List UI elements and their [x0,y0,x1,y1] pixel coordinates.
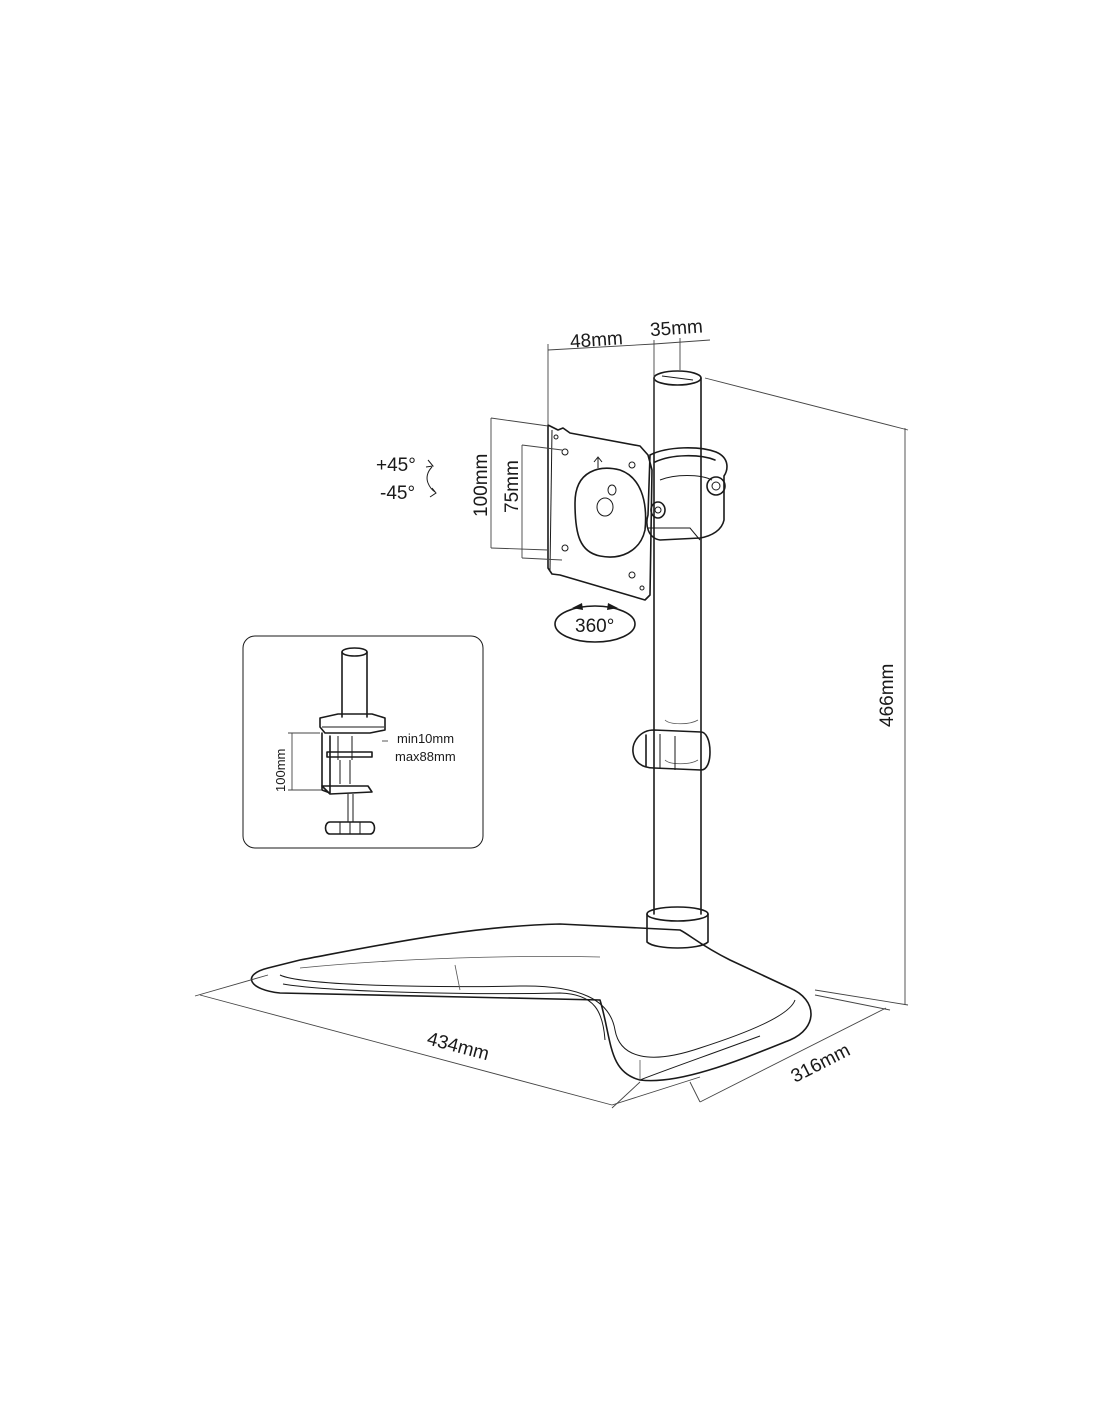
cable-clip [632,729,711,771]
stand-pole [653,370,702,915]
inset-label-max88mm: max88mm [395,749,456,764]
top-width-dimensions [547,338,711,452]
label-316mm: 316mm [788,1040,854,1087]
label-100mm: 100mm [471,454,492,517]
base-collar [646,906,709,949]
label-minus-45: -45° [380,483,415,504]
inset-label-100mm: 100mm [273,749,288,792]
clamp-inset [242,635,484,849]
label-75mm: 75mm [502,460,523,513]
tilt-arrows-icon [425,459,437,498]
stand-base [250,923,812,1082]
label-434mm: 434mm [425,1029,492,1066]
label-466mm: 466mm [877,664,898,727]
height-dimension [704,377,909,1006]
rotation-icon [554,603,636,643]
label-plus-45: +45° [376,455,416,476]
label-35mm: 35mm [649,316,703,341]
vesa-plate [547,424,653,601]
vesa-dimension-lines [490,417,563,561]
inset-label-min10mm: min10mm [397,731,454,746]
label-360: 360° [575,616,614,637]
tilt-head [646,447,728,541]
base-dimensions [194,974,891,1109]
label-48mm: 48mm [569,328,623,353]
